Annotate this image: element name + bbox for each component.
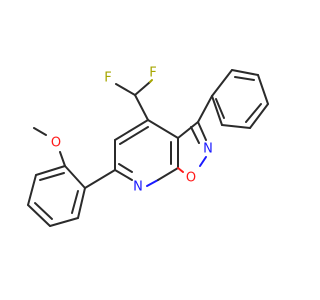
molecule-canvas: F F O O N N bbox=[27, 66, 269, 227]
structure-diagram: F F O O N N bbox=[27, 66, 269, 227]
bond-ph-2-inner bbox=[234, 76, 255, 81]
bond-chf2-f1 bbox=[115, 83, 136, 96]
bond-ar-1 bbox=[64, 165, 86, 189]
atom-oxygen-methoxy: O bbox=[51, 136, 61, 151]
bond-chf2-f2-tip bbox=[149, 79, 153, 83]
bond-ar-4-inner bbox=[34, 202, 53, 220]
bond-c6-n bbox=[114, 169, 133, 181]
bond-c3a-c3 bbox=[177, 121, 199, 139]
bond-ar-o bbox=[59, 151, 66, 167]
bond-ph-3 bbox=[257, 74, 269, 105]
bond-o-ch3 bbox=[33, 127, 47, 136]
bond-ph-6-inner bbox=[215, 98, 225, 119]
bond-c6-ar bbox=[84, 169, 116, 189]
bond-n-c7a bbox=[146, 179, 159, 187]
bond-ph-6 bbox=[211, 95, 223, 126]
bond-c4-chf2 bbox=[134, 94, 149, 121]
bond-c3-n bbox=[197, 121, 207, 141]
bond-o-c7a bbox=[177, 167, 184, 173]
bond-c4-c5-inner bbox=[119, 126, 149, 145]
bond-ph-2 bbox=[231, 69, 259, 76]
bond-chf2-f2 bbox=[134, 81, 151, 96]
atom-fluorine-1: F bbox=[104, 71, 111, 86]
bond-c3-n-inner bbox=[190, 126, 200, 144]
bond-ar-5 bbox=[49, 217, 79, 227]
bond-ar-3 bbox=[27, 174, 37, 206]
atom-nitrogen-pyridine: N bbox=[133, 180, 143, 195]
bond-ph-4-inner bbox=[245, 103, 262, 123]
atom-fluorine-2: F bbox=[149, 66, 156, 81]
bond-c3-ph bbox=[197, 95, 213, 123]
bond-ar-4 bbox=[27, 204, 51, 227]
bond-n-c7a-b bbox=[157, 167, 179, 181]
bond-ph-4 bbox=[249, 103, 269, 129]
bond-n-o bbox=[199, 156, 207, 167]
bond-c4-c5 bbox=[114, 119, 149, 141]
bond-c3a-c4 bbox=[147, 119, 179, 139]
bond-ph-5 bbox=[221, 124, 251, 129]
bond-ar-6 bbox=[77, 187, 86, 219]
bond-ph-1 bbox=[211, 69, 233, 97]
bond-ar-2 bbox=[35, 165, 66, 176]
atom-oxygen-ring: O bbox=[186, 171, 196, 186]
bond-ar-2-inner bbox=[39, 172, 65, 181]
bond-ar-6-inner bbox=[71, 190, 79, 214]
bond-c6-n-inner bbox=[118, 163, 133, 173]
atom-nitrogen-isoxazole: N bbox=[203, 142, 213, 157]
